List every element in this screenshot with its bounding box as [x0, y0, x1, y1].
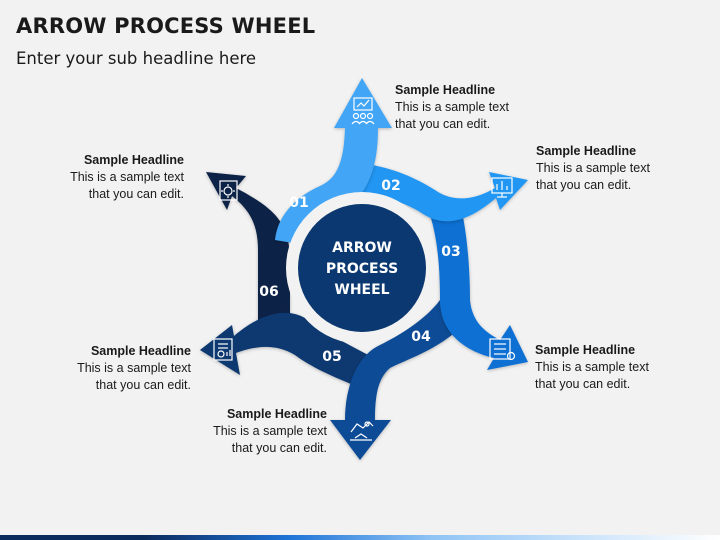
step-01-text-line2: that you can edit. [395, 117, 491, 131]
step-04-text-line2: that you can edit. [231, 441, 327, 455]
step-03-text-line2: that you can edit. [535, 377, 631, 391]
monitor-chart-icon [491, 177, 513, 198]
step-06-headline: Sample Headline [83, 153, 184, 167]
center-label-line3: WHEEL [334, 282, 389, 298]
center-disc [298, 204, 426, 332]
step-05-callout: Sample Headline This is a sample text th… [11, 343, 191, 394]
step-01-text-line1: This is a sample text [395, 100, 509, 114]
center-label-line1: ARROW [332, 240, 392, 256]
step-02-arrow [345, 163, 528, 222]
step-03-number: 03 [441, 244, 460, 260]
step-06-text-line2: that you can edit. [88, 187, 184, 201]
step-02-text-line2: that you can edit. [536, 178, 632, 192]
gear-chart-icon [219, 180, 238, 201]
step-05-arrow [200, 312, 390, 392]
page-subtitle: Enter your sub headline here [16, 49, 257, 68]
step-01-callout: Sample Headline This is a sample text th… [395, 82, 575, 133]
step-05-text-line2: that you can edit. [95, 378, 191, 392]
step-04-arrow [330, 300, 462, 460]
step-02-callout: Sample Headline This is a sample text th… [536, 143, 716, 194]
step-06-text-line1: This is a sample text [70, 170, 184, 184]
center-label-line2: PROCESS [326, 261, 398, 277]
step-05-number: 05 [322, 349, 341, 365]
handshake-icon [350, 421, 374, 441]
step-06-arrow [206, 172, 290, 325]
report-document-icon [213, 338, 233, 361]
step-03-headline: Sample Headline [535, 343, 636, 357]
step-01-number: 01 [289, 195, 308, 211]
step-04-callout: Sample Headline This is a sample text th… [147, 406, 327, 457]
step-03-text-line1: This is a sample text [535, 360, 649, 374]
presentation-team-icon [351, 97, 375, 125]
step-01-headline: Sample Headline [395, 83, 496, 97]
step-03-arrow [430, 212, 528, 370]
footer-gradient-bar [0, 535, 720, 540]
checklist-board-icon [489, 338, 516, 361]
step-03-callout: Sample Headline This is a sample text th… [535, 342, 715, 393]
step-02-headline: Sample Headline [536, 144, 637, 158]
step-06-callout: Sample Headline This is a sample text th… [4, 152, 184, 203]
step-04-number: 04 [411, 329, 431, 345]
step-06-number: 06 [259, 284, 278, 300]
page-title: ARROW PROCESS WHEEL [16, 14, 316, 38]
step-04-text-line1: This is a sample text [213, 424, 327, 438]
step-05-text-line1: This is a sample text [77, 361, 191, 375]
step-02-text-line1: This is a sample text [536, 161, 650, 175]
step-04-headline: Sample Headline [226, 407, 327, 421]
step-01-arrow [275, 78, 392, 245]
step-02-number: 02 [381, 178, 400, 194]
step-05-headline: Sample Headline [90, 344, 191, 358]
